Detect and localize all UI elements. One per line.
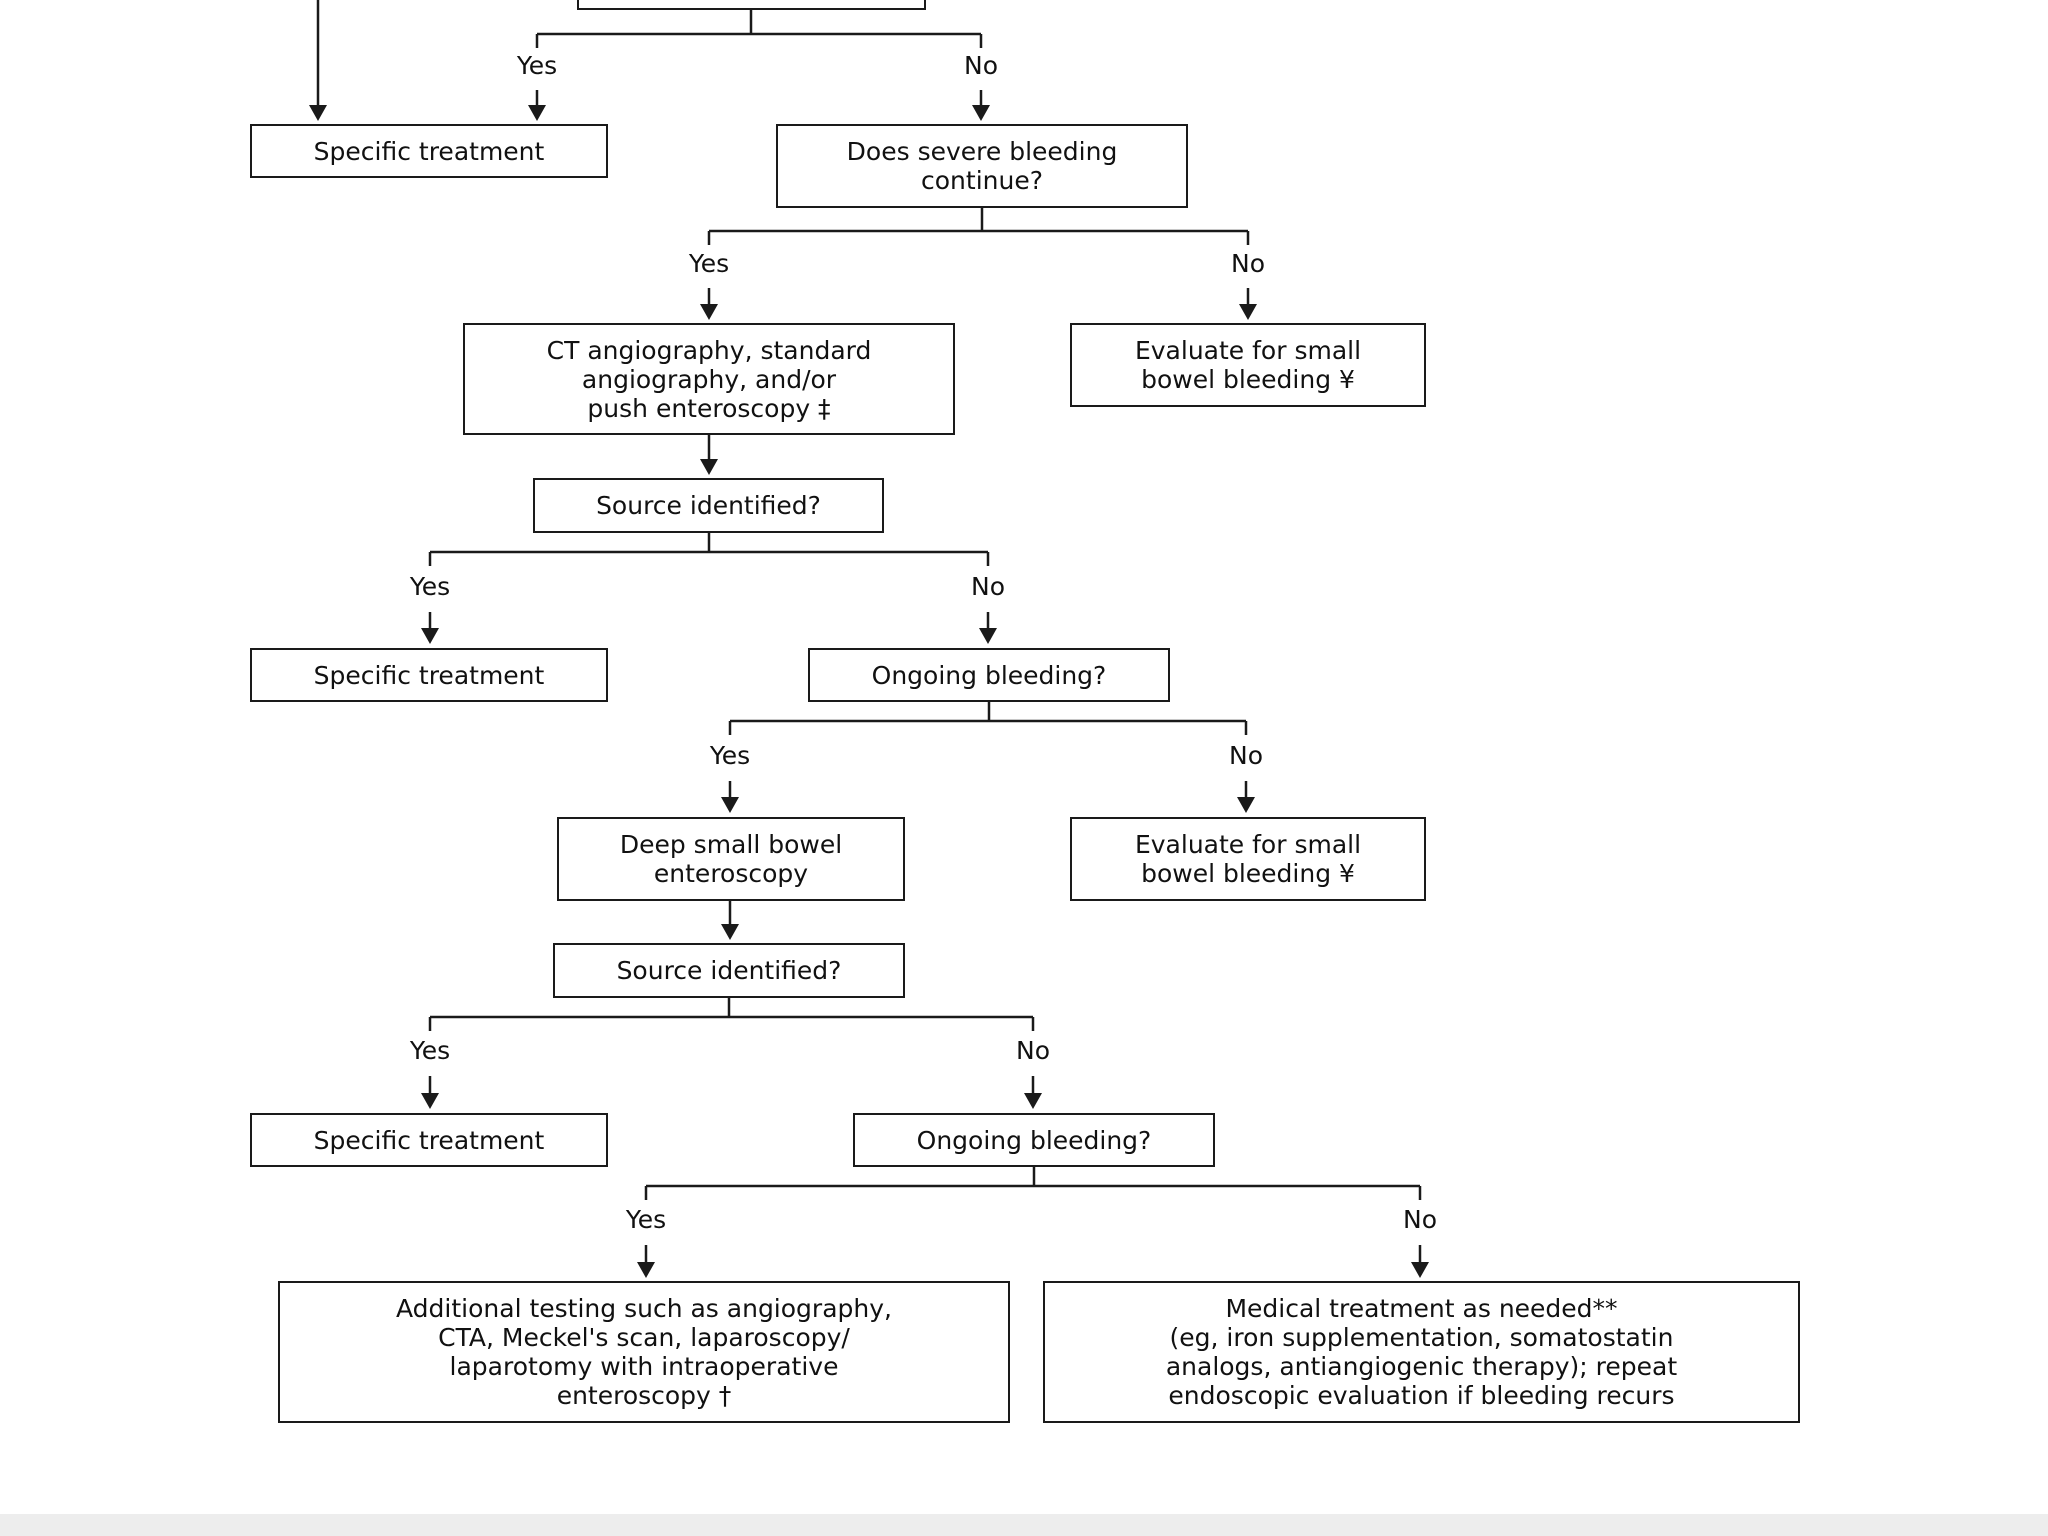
arrow-head: [700, 459, 718, 475]
arrow-head: [1411, 1262, 1429, 1278]
ongoing-bleeding-box-1: Ongoing bleeding?: [808, 648, 1170, 702]
arrow-head: [637, 1262, 655, 1278]
source-identified-box-1: Source identified?: [533, 478, 884, 533]
branch-label-yes: Yes: [409, 572, 451, 601]
specific-treatment-box-1: Specific treatment: [250, 124, 608, 178]
evaluate-small-bowel-box-1: Evaluate for small bowel bleeding ¥: [1070, 323, 1426, 407]
arrow-head: [972, 105, 990, 121]
bottom-band: [0, 1514, 2048, 1536]
branch-label-yes: Yes: [625, 1205, 667, 1234]
branch-label-no: No: [1229, 741, 1263, 770]
branch-label-yes: Yes: [709, 741, 751, 770]
branch-label-no: No: [964, 51, 998, 80]
branch-label-no: No: [1231, 249, 1265, 278]
arrow-head: [528, 105, 546, 121]
deep-enteroscopy-box: Deep small bowel enteroscopy: [557, 817, 905, 901]
additional-testing-box: Additional testing such as angiography, …: [278, 1281, 1010, 1423]
ct-angiography-box: CT angiography, standard angiography, an…: [463, 323, 955, 435]
source-identified-box-2: Source identified?: [553, 943, 905, 998]
medical-treatment-box: Medical treatment as needed** (eg, iron …: [1043, 1281, 1800, 1423]
evaluate-small-bowel-box-2: Evaluate for small bowel bleeding ¥: [1070, 817, 1426, 901]
arrow-head: [1239, 304, 1257, 320]
specific-treatment-box-2: Specific treatment: [250, 648, 608, 702]
branch-label-no: No: [1403, 1205, 1437, 1234]
arrow-head: [421, 1093, 439, 1109]
branch-label-no: No: [971, 572, 1005, 601]
branch-label-yes: Yes: [688, 249, 730, 278]
arrow-head: [721, 797, 739, 813]
arrow-head: [700, 304, 718, 320]
branch-label-no: No: [1016, 1036, 1050, 1065]
arrow-head: [721, 924, 739, 940]
severe-bleeding-question-box: Does severe bleeding continue?: [776, 124, 1188, 208]
branch-label-yes: Yes: [516, 51, 558, 80]
arrow-head: [421, 628, 439, 644]
arrow-head: [1237, 797, 1255, 813]
top-box: [577, 0, 926, 10]
arrow-head: [309, 105, 327, 121]
ongoing-bleeding-box-2: Ongoing bleeding?: [853, 1113, 1215, 1167]
arrow-head: [1024, 1093, 1042, 1109]
specific-treatment-box-3: Specific treatment: [250, 1113, 608, 1167]
branch-label-yes: Yes: [409, 1036, 451, 1065]
arrow-head: [979, 628, 997, 644]
